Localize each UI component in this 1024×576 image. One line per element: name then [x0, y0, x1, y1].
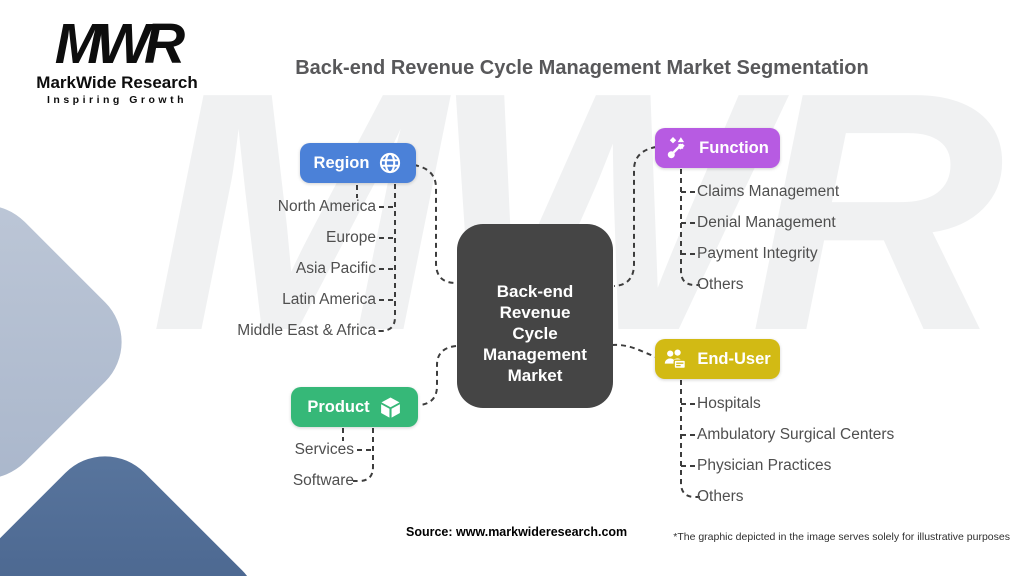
function-branch-trunk — [680, 169, 700, 286]
enduser-item: Hospitals — [697, 395, 761, 412]
region-item: Middle East & Africa — [237, 322, 376, 339]
region-item: Latin America — [282, 291, 376, 308]
center-node-line: Market — [507, 366, 563, 385]
region-item-ticks — [379, 206, 395, 301]
enduser-node: End-User — [655, 339, 780, 379]
function-item: Payment Integrity — [697, 245, 818, 262]
region-item: North America — [277, 198, 376, 215]
enduser-item: Physician Practices — [697, 457, 832, 474]
region-node-label: Region — [313, 153, 370, 172]
center-node-line: Revenue — [499, 303, 571, 322]
function-item: Others — [697, 276, 744, 293]
users-id-card-icon — [665, 349, 687, 370]
function-node: Function — [655, 128, 780, 168]
region-branch-trunk — [375, 184, 396, 332]
function-item: Claims Management — [697, 183, 840, 200]
product-item: Software — [292, 472, 354, 489]
connector-region-center — [413, 164, 457, 284]
center-node-line: Management — [483, 345, 587, 364]
cube-icon — [380, 397, 400, 418]
center-node-line: Cycle — [512, 324, 558, 343]
product-node-label: Product — [307, 397, 370, 416]
key-shapes-icon — [667, 137, 685, 159]
center-node-line: Back-end — [496, 282, 574, 301]
enduser-node-label: End-User — [697, 349, 771, 368]
product-node: Product — [291, 387, 418, 427]
center-node: Back-end Revenue Cycle Management Market — [457, 224, 613, 408]
enduser-item: Ambulatory Surgical Centers — [697, 426, 895, 443]
page-title: Back-end Revenue Cycle Management Market… — [295, 57, 869, 79]
enduser-branch-trunk — [680, 380, 700, 498]
region-node: Region — [300, 143, 416, 183]
region-item: Europe — [326, 229, 376, 246]
enduser-item: Others — [697, 488, 744, 505]
product-item: Services — [294, 441, 354, 458]
function-node-label: Function — [699, 138, 769, 157]
connector-product-center — [419, 345, 457, 406]
product-branch-trunk — [353, 428, 374, 482]
function-item-ticks — [681, 191, 697, 255]
logo-acronym: MWR — [54, 12, 185, 76]
globe-icon — [380, 152, 401, 174]
connector-enduser-center — [611, 343, 657, 358]
disclaimer-text: *The graphic depicted in the image serve… — [673, 531, 1010, 543]
enduser-item-ticks — [681, 403, 697, 467]
connector-function-center — [613, 146, 657, 287]
function-item: Denial Management — [697, 214, 836, 231]
markwide-logo: MWR MarkWide Research Inspiring Growth — [34, 12, 200, 107]
logo-tagline: Inspiring Growth — [47, 94, 187, 106]
region-item: Asia Pacific — [295, 260, 376, 277]
source-text: Source: www.markwideresearch.com — [406, 525, 628, 539]
logo-name: MarkWide Research — [36, 73, 198, 92]
